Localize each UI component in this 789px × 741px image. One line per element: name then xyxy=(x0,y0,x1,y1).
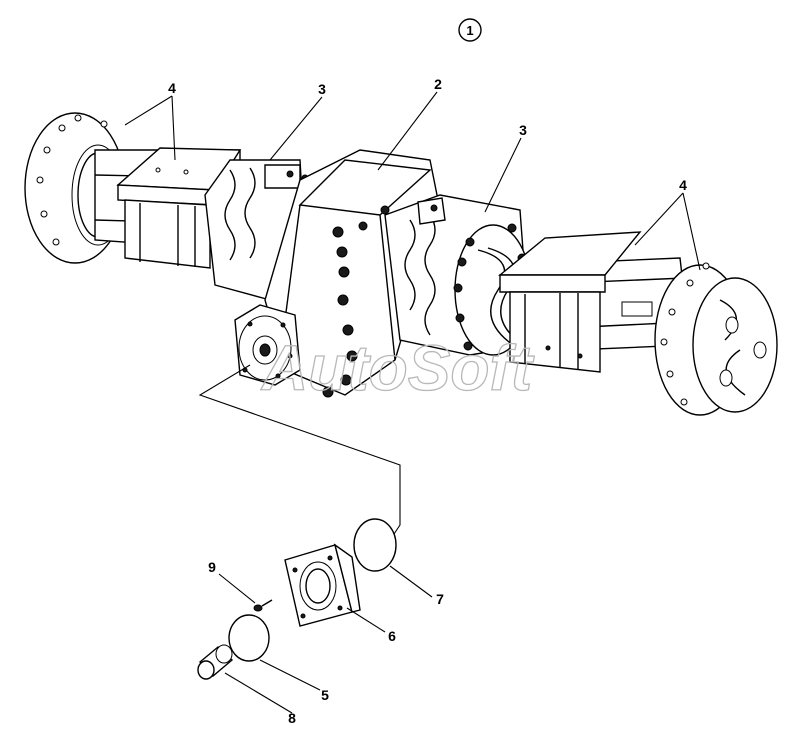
bearing-cover xyxy=(284,543,361,627)
callout-3-left: 3 xyxy=(318,81,326,97)
view-number-badge: 1 xyxy=(458,18,482,42)
right-axle-housing xyxy=(498,231,691,373)
bushing xyxy=(197,644,234,680)
screw xyxy=(253,599,273,612)
o-ring-small xyxy=(228,614,270,662)
callout-7: 7 xyxy=(436,591,444,607)
callout-4-right: 4 xyxy=(679,177,687,193)
callout-8: 8 xyxy=(288,710,296,726)
callout-labels: 4 3 2 3 4 9 7 6 5 8 xyxy=(168,76,687,726)
watermark: AutoSoft xyxy=(260,332,535,404)
right-wheel-flange xyxy=(654,262,778,416)
callout-3-right: 3 xyxy=(519,122,527,138)
callout-9: 9 xyxy=(208,559,216,575)
explosion-path-line xyxy=(198,364,401,541)
callout-5: 5 xyxy=(321,687,329,703)
input-flange xyxy=(234,304,301,386)
callout-6: 6 xyxy=(388,628,396,644)
left-axle-housing xyxy=(94,147,242,269)
callout-2: 2 xyxy=(434,76,442,92)
callout-leaders xyxy=(124,91,701,714)
callout-4-left: 4 xyxy=(168,80,176,96)
view-number: 1 xyxy=(466,23,473,38)
o-ring-large xyxy=(353,518,397,572)
